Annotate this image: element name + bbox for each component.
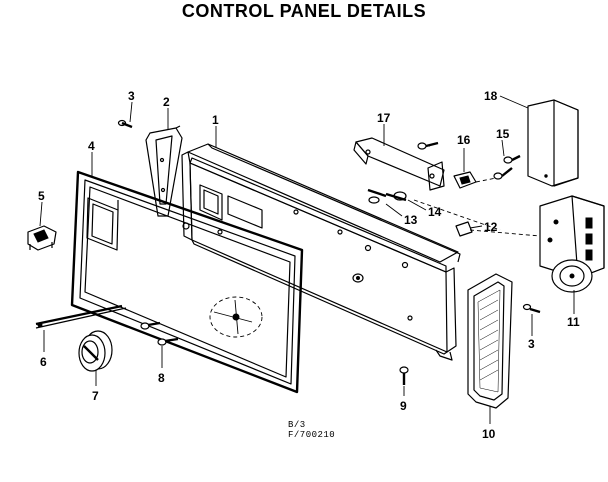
switch-cover-part [527, 99, 579, 187]
callout-7: 7 [92, 389, 99, 403]
clip-part [455, 221, 473, 237]
lamp-socket-part [367, 188, 407, 204]
callout-13: 13 [404, 213, 418, 227]
reference-code: B/3 F/700210 [288, 420, 335, 440]
assembly-lines [413, 145, 541, 237]
callout-1: 1 [212, 113, 219, 127]
callout-8: 8 [158, 371, 165, 385]
callout-6: 6 [40, 355, 47, 369]
diagram-title: CONTROL PANEL DETAILS [181, 1, 427, 21]
callout-10: 10 [482, 427, 496, 441]
console-body-part [181, 143, 461, 361]
callout-15: 15 [496, 127, 510, 141]
callout-14: 14 [428, 205, 442, 219]
timer-part [539, 195, 605, 293]
switch-part [27, 225, 57, 251]
callout-17: 17 [377, 111, 391, 125]
callout-11: 11 [567, 315, 580, 329]
front-panel-part [70, 170, 304, 394]
screw-part [399, 366, 409, 385]
callout-3: 3 [128, 89, 135, 103]
knob-part [78, 330, 113, 372]
indicator-lens-part [453, 171, 477, 189]
callout-12: 12 [484, 220, 498, 234]
callout-16: 16 [457, 133, 471, 147]
callout-9: 9 [400, 399, 407, 413]
side-bracket-part [145, 125, 183, 217]
screw-part [140, 321, 179, 346]
shaft-rod-part [35, 304, 127, 329]
leader-lines [39, 95, 575, 424]
callout-18: 18 [484, 89, 498, 103]
screw-part [493, 154, 521, 180]
screw-part [117, 119, 133, 129]
callout-5: 5 [38, 189, 45, 203]
screw-part [522, 303, 541, 314]
end-cap-part [467, 273, 513, 409]
reference-line-1: B/3 [288, 420, 306, 430]
reference-line-2: F/700210 [288, 430, 336, 440]
callout-2: 2 [163, 95, 170, 109]
callout-3-right: 3 [528, 337, 535, 351]
callout-labels: 1 2 3 3 4 5 6 7 8 9 10 11 12 13 14 15 16… [38, 89, 580, 441]
mounting-bracket-part [353, 137, 445, 191]
callout-4: 4 [88, 139, 95, 153]
